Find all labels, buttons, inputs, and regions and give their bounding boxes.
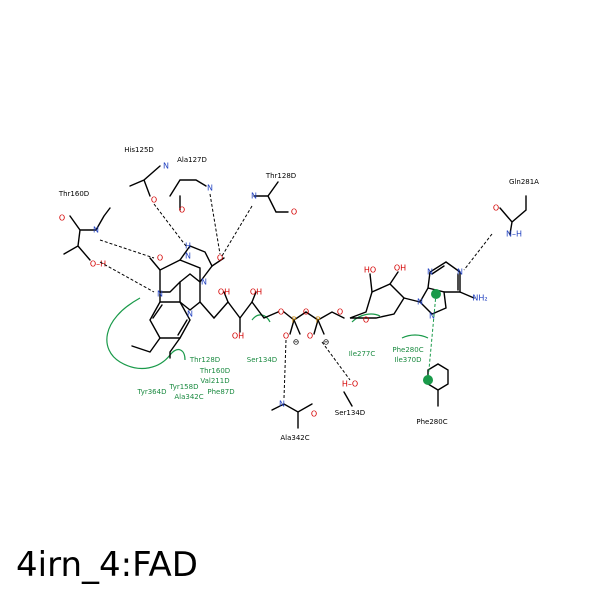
hydrophobic-label-ala342c: Ala342C <box>174 393 203 401</box>
hydrophobic-arc-isoalloxazine <box>106 297 186 370</box>
residue-label-his125d: His125D <box>124 146 154 154</box>
residue-label-phe280c: Phe280C <box>416 418 447 426</box>
hydrophobic-label-ile277c: Ile277C <box>349 350 376 358</box>
atom-o: O <box>157 254 163 263</box>
atom-n: N <box>185 252 191 261</box>
hbond <box>283 339 287 399</box>
atom-nh: N <box>93 226 99 235</box>
hydrophobic-labels: Tyr364D Tyr158D Ala342C Thr128D Thr160D … <box>137 346 424 401</box>
atom-o: O <box>363 316 369 325</box>
hbond <box>209 193 221 255</box>
diagram-title: 4irn_4:FAD <box>16 545 198 585</box>
atom-o: O <box>303 308 309 317</box>
atom-n: N <box>427 268 433 277</box>
atom-n: N <box>163 162 169 171</box>
atom-o: O <box>179 206 185 215</box>
hbond <box>321 341 351 381</box>
hydrophobic-label-phe280c: Phe280C <box>392 346 423 354</box>
atom-oh: OH <box>250 288 262 297</box>
atom-o: O <box>217 254 223 263</box>
atom-o: O <box>311 410 317 419</box>
atom-oh: OH <box>394 264 406 273</box>
hydrophobic-label-val211d: Val211D <box>200 377 229 385</box>
atom-o: O <box>291 208 297 217</box>
hydrophobic-arc-ile277 <box>351 313 381 323</box>
residue-label-ser134d: Ser134D <box>335 409 365 417</box>
atom-n: N <box>187 310 193 319</box>
atom-oh: OH <box>218 288 230 297</box>
hydrophobic-arcs <box>106 297 429 370</box>
atom-n: N <box>207 184 213 193</box>
atom-p: P <box>292 316 297 325</box>
hydrophobic-arc-phe280 <box>401 334 429 339</box>
atom-o: O <box>493 204 499 213</box>
atom-n: N <box>417 298 423 307</box>
atom-n: N <box>251 192 257 201</box>
atom-o: O <box>151 196 157 205</box>
hbond <box>463 233 493 271</box>
atom-o: O <box>278 308 284 317</box>
atom-charge: ⊖ <box>323 338 330 347</box>
hydrophobic-label-phe87d: Phe87D <box>207 388 234 396</box>
residue-label-thr160d: Thr160D <box>58 190 89 198</box>
hydrophobic-label-thr160d: Thr160D <box>199 367 230 375</box>
atom-charge: ⊖ <box>293 338 300 347</box>
residue-labels: Thr160D His125D Ala127D Thr128D Gln281A … <box>58 146 539 442</box>
hydrophobic-label-ser134d: Ser134D <box>247 356 277 364</box>
atom-oh: H–O <box>342 380 358 389</box>
hydrophobic-label-thr128d: Thr128D <box>189 356 220 364</box>
atom-labels: N N N H N O O OH OH OH O P O P O ⊖ O ⊖ O… <box>157 242 488 347</box>
pi-stack-line <box>427 293 437 381</box>
pi-stacking <box>423 289 441 385</box>
atom-nh2: NH₂ <box>472 294 487 303</box>
residue-label-ala127d: Ala127D <box>177 156 207 164</box>
hydrogen-bonds <box>99 193 493 399</box>
hbond <box>221 205 253 257</box>
atom-h: H <box>185 242 191 251</box>
atom-nh: N–H <box>506 230 522 239</box>
residue-label-thr128d: Thr128D <box>265 172 296 180</box>
hydrophobic-label-tyr158d: Tyr158D <box>169 383 199 391</box>
residue-label-ala342c: Ala342C <box>280 434 309 442</box>
atom-nh: N <box>279 400 285 409</box>
hbond <box>99 261 155 293</box>
atom-o: O <box>59 214 65 223</box>
hydrophobic-label-ile370d: Ile370D <box>394 356 421 364</box>
atom-oh: HO <box>364 266 376 275</box>
atom-p: P <box>316 316 321 325</box>
atom-oh: O–H <box>90 260 106 269</box>
atom-n: N <box>429 312 435 321</box>
atom-o: O <box>283 332 289 341</box>
atom-n: N <box>157 290 163 299</box>
atom-oh: OH <box>232 332 244 341</box>
atom-n: N <box>457 268 463 277</box>
hydrophobic-label-tyr364d: Tyr364D <box>137 388 167 396</box>
hbond <box>153 203 187 247</box>
atom-o: O <box>307 332 313 341</box>
fad-molecule <box>131 245 475 359</box>
residue-fragments: O N O–H N O O N N O O N–H N O H–O <box>59 162 527 429</box>
atom-o: O <box>337 308 343 317</box>
hbond <box>99 239 155 259</box>
atom-n: N <box>201 278 207 287</box>
residue-label-gln281a: Gln281A <box>509 178 539 186</box>
